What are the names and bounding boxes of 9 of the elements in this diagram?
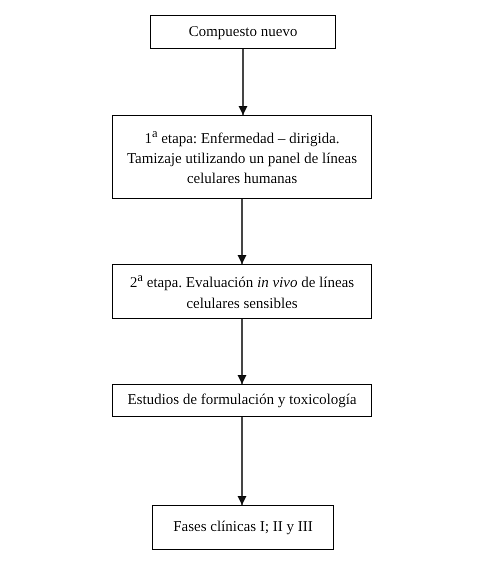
arrow: [238, 49, 248, 115]
process-box: 1$^{a}$ etapa: Enfermedad – dirigida. Tamizaje utilizando un panel de líneas celulares humanas: [112, 115, 372, 199]
arrow: [238, 417, 246, 505]
process-box: Compuesto nuevo: [150, 15, 336, 49]
process-box: 2$^{a}$ etapa. Evaluación in vivo de líneas celulares sensibles: [112, 264, 372, 319]
process-box: Fases clínicas I; II y III: [152, 505, 334, 550]
process-box: Estudios de formulación y toxicología: [112, 384, 372, 417]
arrow: [238, 199, 246, 264]
arrow: [238, 319, 246, 384]
